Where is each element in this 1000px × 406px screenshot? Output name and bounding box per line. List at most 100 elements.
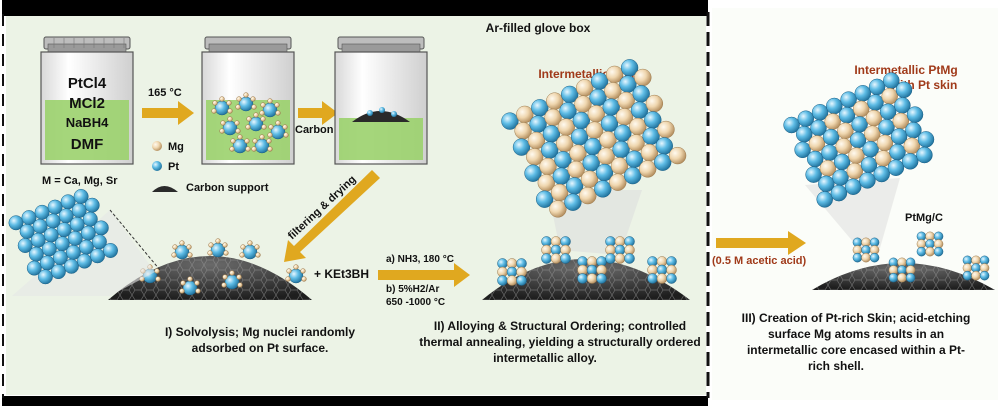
pt-atom [895,81,913,99]
mg-atom [259,134,265,140]
nanoparticle-atom [933,246,944,257]
pt-atom [50,264,66,280]
pt-atom [103,243,118,258]
mg-atom [229,146,235,152]
pt-legend-icon [152,161,162,171]
nanoparticle-atom [596,273,607,284]
nanoparticle-atom [516,275,527,286]
caption-step1: I) Solvolysis; Mg nuclei randomly adsorb… [165,325,355,355]
caption-step2: II) Alloying & Structural Ordering; cont… [419,319,700,365]
vial-carbon [334,36,428,165]
reagent-nabh4: NaBH4 [66,115,109,130]
nanoparticle-atom [916,246,927,257]
mg-atom [227,116,233,122]
mg-atom [275,120,281,126]
mg-atom [259,110,265,116]
mg-atom [220,120,226,126]
carbon-support-icon [152,186,178,192]
pt-atom [84,197,100,213]
legend: Mg Pt Carbon support [152,141,269,194]
pt-atom [77,253,92,269]
mg-atom [609,173,627,191]
vial-nucleation [201,36,295,165]
pt-atom [859,172,876,189]
pt-atom [844,178,862,195]
caption-step2-line3: intermetallic alloy. [493,351,597,365]
pt-atom [887,159,905,176]
mg-atom [549,200,567,218]
nanoparticle-atom [852,252,863,263]
step2-support [482,236,690,300]
mg-atom [226,100,232,106]
arrow-heat [142,101,194,125]
mg-atom [301,276,307,282]
mg-atom [261,124,267,130]
caption-step3-line4: rich shell. [808,359,864,373]
pt-atom [916,146,933,164]
pt-atom [63,258,79,274]
caption-step3-line2: surface Mg atoms results in an [768,327,944,341]
mg-atom [245,146,251,152]
caption-step3-line1: III) Creation of Pt-rich Skin; acid-etch… [742,311,971,325]
pt-atom [90,248,105,264]
pt-atom [594,180,612,198]
nanoparticle-atom [624,253,635,264]
pt-atom [524,164,542,182]
caption-step2-line1: II) Alloying & Structural Ordering; cont… [434,319,686,333]
mg-atom [300,268,306,274]
h2-label: b) 5%H2/Ar [386,284,439,295]
mg-atom [251,104,257,110]
mg-atom [240,244,246,250]
mg-atom [227,108,233,114]
pt-skin-crystal [783,72,935,208]
mg-atom [207,250,213,256]
mg-atom [211,108,217,114]
top-bar [2,0,708,16]
mg-atom [243,92,249,98]
mg-atom [260,102,266,108]
arrow-anneal [378,263,470,287]
carbon-label: Carbon [295,124,334,136]
arrow-filtering [284,170,380,262]
nh3-label: a) NH3, 180 °C [386,254,454,265]
arrow-acid [716,231,806,255]
mg-atom [172,244,178,250]
pt-atom [783,116,800,134]
arrow-carbon [298,101,338,125]
mg-atom [267,146,273,152]
nanoparticle-atom [586,273,598,284]
glove-box-title: Ar-filled glove box [486,21,591,35]
mg-atom [275,110,281,116]
mg-legend-icon [152,141,162,151]
mg-atom [579,186,597,205]
nanoparticle-atom [541,253,552,264]
pt-atom [26,260,42,276]
mg-atom [179,240,185,246]
nanoparticle-atom [897,272,907,283]
nanoparticle-atom [577,273,588,284]
intermetallic-crystal [501,59,687,218]
mg-atom [267,98,273,104]
temperature-label: 165 °C [148,87,182,99]
ptmg-c-label: PtMg/C [905,212,943,224]
mg-atom [186,244,192,250]
mg-atom [222,274,228,280]
pt-atom [564,193,582,211]
mg-atom [282,124,288,130]
mg-atom [260,116,266,122]
mg-atom [252,138,258,144]
reagent-mcl2: MCl2 [69,95,105,112]
mg-atom [179,288,185,294]
mg-atom [244,138,250,144]
mg-atom [222,242,228,248]
nanoparticle-atom [962,270,973,281]
mg-atom [254,244,260,250]
step3-support [812,231,995,290]
mg-atom [268,124,274,130]
reagent-ptcl4: PtCl4 [68,75,107,92]
mg-atom [247,240,253,246]
nanoparticle-atom [979,270,990,281]
mg-atom [253,112,259,118]
pt-atom [501,112,519,130]
